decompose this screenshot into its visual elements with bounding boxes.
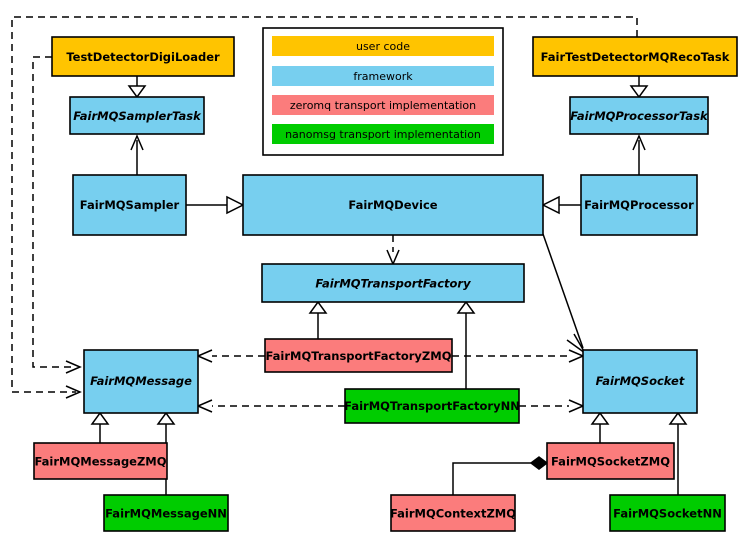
class-node-fairmqsocketzmq[interactable]: FairMQSocketZMQ	[546, 442, 675, 480]
class-node-testdetectordigiloader[interactable]: TestDetectorDigiLoader	[51, 36, 235, 77]
class-box-fairmqsocketzmq[interactable]	[546, 442, 675, 480]
class-box-fairmqsamplertask[interactable]	[69, 96, 205, 135]
class-box-fairmqmessagezmq[interactable]	[33, 442, 168, 480]
arrowhead-triangle-socketnn-socket	[668, 411, 688, 425]
legend-swatch-framework	[272, 66, 494, 86]
arrowhead-triangle-socketzmq-socket	[590, 411, 610, 425]
arrowhead-triangle-sampler-device	[226, 195, 245, 215]
legend: user code framework zeromq transport imp…	[262, 27, 504, 156]
class-box-fairmqmessagenn[interactable]	[103, 494, 229, 532]
class-label-fairmqtransportfactoryzmq: FairMQTransportFactoryZMQ	[265, 349, 451, 363]
class-label-fairmqprocessor: FairMQProcessor	[584, 198, 694, 212]
class-label-fairmqmessagezmq: FairMQMessageZMQ	[34, 455, 166, 469]
class-node-fairmqprocessortask[interactable]: FairMQProcessorTask	[569, 96, 709, 135]
class-node-fairmqmessagezmq[interactable]: FairMQMessageZMQ	[33, 442, 168, 480]
arrowhead-triangle-tfnn-tf	[456, 300, 476, 314]
arrowhead-triangle-tfzmq-tf	[308, 300, 328, 314]
class-node-fairmqtransportfactoryzmq[interactable]: FairMQTransportFactoryZMQ	[264, 338, 453, 373]
class-node-fairmqsocket[interactable]: FairMQSocket	[582, 349, 698, 414]
arrowhead-triangle-digiloader-samplertask	[127, 85, 147, 99]
class-label-fairmqcontextzmq: FairMQContextZMQ	[390, 507, 516, 521]
class-box-fairmqdevice[interactable]	[242, 174, 544, 236]
legend-swatch-zeromq	[272, 95, 494, 115]
class-node-fairmqtransportfactorynn[interactable]: FairMQTransportFactoryNN	[344, 388, 520, 424]
class-box-fairmqtransportfactory[interactable]	[261, 263, 525, 303]
class-box-fairtestdetectormqrecotask[interactable]	[532, 36, 738, 77]
arrowhead-open-digiloader-message	[65, 360, 82, 374]
class-label-fairmqmessage: FairMQMessage	[90, 374, 192, 388]
class-label-fairtestdetectormqrecotask: FairTestDetectorMQRecoTask	[541, 50, 730, 64]
class-node-fairtestdetectormqrecotask[interactable]: FairTestDetectorMQRecoTask	[532, 36, 738, 77]
class-node-fairmqmessagenn[interactable]: FairMQMessageNN	[103, 494, 229, 532]
legend-label-user-code: user code	[356, 40, 410, 53]
class-label-fairmqsocketzmq: FairMQSocketZMQ	[551, 455, 670, 469]
class-label-fairmqtransportfactorynn: FairMQTransportFactoryNN	[344, 399, 520, 413]
class-box-fairmqmessage[interactable]	[83, 349, 199, 414]
class-node-fairmqdevice[interactable]: FairMQDevice	[242, 174, 544, 236]
class-node-fairmqmessage[interactable]: FairMQMessage	[83, 349, 199, 414]
class-box-fairmqsocket[interactable]	[582, 349, 698, 414]
class-label-fairmqtransportfactory: FairMQTransportFactory	[315, 277, 471, 291]
class-label-fairmqmessagenn: FairMQMessageNN	[105, 507, 227, 521]
class-label-fairmqdevice: FairMQDevice	[348, 198, 437, 212]
arrowhead-triangle-messagezmq-message	[90, 411, 110, 425]
class-node-fairmqsamplertask[interactable]: FairMQSamplerTask	[69, 96, 205, 135]
arrowhead-triangle-processor-device	[541, 195, 560, 215]
class-label-fairmqsampler: FairMQSampler	[80, 198, 180, 212]
class-box-fairmqsampler[interactable]	[72, 174, 187, 236]
class-label-fairmqsocketnn: FairMQSocketNN	[613, 507, 722, 521]
node-layer: TestDetectorDigiLoader FairTestDetectorM…	[33, 36, 738, 532]
class-node-fairmqsampler[interactable]: FairMQSampler	[72, 174, 187, 236]
class-box-fairmqsocketnn[interactable]	[609, 494, 726, 532]
arrowhead-open-recotask-message	[65, 385, 82, 399]
edge-layer	[11, 16, 688, 495]
class-box-testdetectordigiloader[interactable]	[51, 36, 235, 77]
edge-testdetectordigiloader-to-fairmqmessage	[32, 56, 76, 368]
class-node-fairmqcontextzmq[interactable]: FairMQContextZMQ	[390, 494, 516, 532]
class-box-fairmqtransportfactorynn[interactable]	[344, 388, 520, 424]
edge-fairmqdevice-to-fairmqsocket	[542, 233, 584, 349]
legend-swatch-nanomsg	[272, 124, 494, 144]
legend-label-framework: framework	[353, 70, 413, 83]
edge-fairmqcontextzmq-to-fairmqsocketzmq	[452, 462, 531, 495]
arrowhead-triangle-messagenn-message	[156, 411, 176, 425]
class-box-fairmqprocessor[interactable]	[580, 174, 698, 236]
legend-label-zeromq: zeromq transport implementation	[290, 99, 476, 112]
legend-swatch-user-code	[272, 36, 494, 56]
class-label-testdetectordigiloader: TestDetectorDigiLoader	[66, 50, 220, 64]
class-box-fairmqtransportfactoryzmq[interactable]	[264, 338, 453, 373]
class-node-fairmqsocketnn[interactable]: FairMQSocketNN	[609, 494, 726, 532]
class-node-fairmqtransportfactory[interactable]: FairMQTransportFactory	[261, 263, 525, 303]
class-label-fairmqsamplertask: FairMQSamplerTask	[73, 109, 202, 123]
class-label-fairmqsocket: FairMQSocket	[596, 374, 685, 388]
class-box-fairmqcontextzmq[interactable]	[390, 494, 516, 532]
class-label-fairmqprocessortask: FairMQProcessorTask	[570, 109, 709, 123]
arrowhead-open-sampler-samplertask	[130, 134, 144, 151]
class-box-fairmqprocessortask[interactable]	[569, 96, 709, 135]
edge-fairtestdetectormqrecotask-to-fairmqmessage	[11, 16, 638, 393]
arrowhead-open-processor-processortask	[632, 134, 646, 151]
arrowhead-triangle-recotask-processortask	[629, 85, 649, 99]
class-node-fairmqprocessor[interactable]: FairMQProcessor	[580, 174, 698, 236]
legend-label-nanomsg: nanomsg transport implementation	[285, 128, 481, 141]
